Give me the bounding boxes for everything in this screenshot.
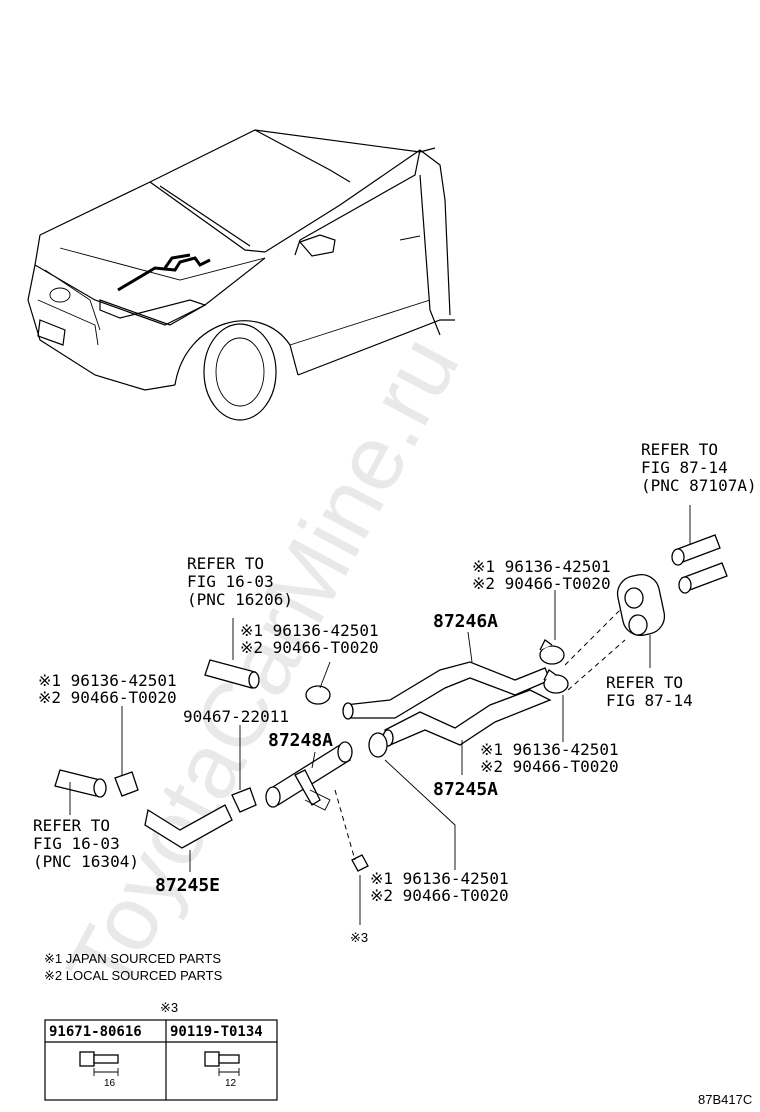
clamp-right-upper <box>539 639 565 665</box>
clamp-upper-middle <box>305 685 331 705</box>
table-header: 91671-80616 <box>49 1024 142 1040</box>
ref-line: FIG 87-14 <box>641 458 728 477</box>
clamp-ref-upper-middle: ※1 96136-42501 ※2 90466-T0020 <box>240 621 379 657</box>
clamp-part-number: ※1 96136-42501 <box>472 557 611 576</box>
clamp-ref-bottom-middle: ※1 96136-42501 ※2 90466-T0020 <box>370 869 509 905</box>
ref-line: FIG 16-03 <box>187 572 274 591</box>
clamp-part-number: ※1 96136-42501 <box>480 740 619 759</box>
clamp-ref-left: ※1 96136-42501 ※2 90466-T0020 <box>38 671 177 707</box>
table-header: 90119-T0134 <box>170 1024 263 1040</box>
heater-pipes-top-right <box>671 534 728 594</box>
ref-line: FIG 87-14 <box>606 691 693 710</box>
ref-fig-16-03-pnc16304: REFER TO FIG 16-03 (PNC 16304) <box>33 816 139 871</box>
figure-code: 87B417C <box>698 1092 752 1107</box>
clamp-part-number: ※1 96136-42501 <box>370 869 509 888</box>
bolt-length: 12 <box>225 1078 237 1089</box>
clamp-middle <box>368 732 388 758</box>
ref-fig-87-14-pnc: REFER TO FIG 87-14 (PNC 87107A) <box>641 440 757 495</box>
ref-line: REFER TO <box>187 554 264 573</box>
car-illustration <box>27 129 455 421</box>
ref-line: FIG 16-03 <box>33 834 120 853</box>
clamp-part-number: ※2 90466-T0020 <box>480 757 619 776</box>
bolt <box>334 789 369 872</box>
part-label-87245A: 87245A <box>433 779 498 800</box>
clamp-part-number: ※1 96136-42501 <box>38 671 177 690</box>
bolt-mark: ※3 <box>350 930 368 945</box>
ref-line: REFER TO <box>606 673 683 692</box>
bolt-icon <box>79 1051 119 1076</box>
grommet <box>616 573 666 637</box>
legend-japan: ※1 JAPAN SOURCED PARTS <box>44 951 221 966</box>
bolt-icon <box>204 1051 240 1076</box>
ref-line: (PNC 16304) <box>33 852 139 871</box>
clamp-part-number: ※2 90466-T0020 <box>38 688 177 707</box>
pipe-87248A <box>265 741 353 811</box>
clamp-part-number: ※2 90466-T0020 <box>472 574 611 593</box>
legend-local: ※2 LOCAL SOURCED PARTS <box>44 968 223 983</box>
clamp-ref-top-right: ※1 96136-42501 ※2 90466-T0020 <box>472 557 611 593</box>
part-label-87246A: 87246A <box>433 611 498 632</box>
ref-line: (PNC 87107A) <box>641 476 757 495</box>
part-label-90467: 90467-22011 <box>183 707 289 726</box>
pipe-16304 <box>54 769 101 797</box>
clamp-right-lower <box>543 669 569 694</box>
ref-fig-87-14: REFER TO FIG 87-14 <box>606 673 693 710</box>
clamp-left <box>114 771 139 797</box>
bolt-length: 16 <box>104 1078 116 1089</box>
clamp-90467 <box>231 787 257 813</box>
ref-line: (PNC 16206) <box>187 590 293 609</box>
part-label-87248A: 87248A <box>268 730 333 751</box>
part-label-87245E: 87245E <box>155 875 220 896</box>
bolt-table: ※3 91671-80616 90119-T0134 16 12 <box>44 1000 278 1101</box>
table-mark: ※3 <box>160 1000 178 1015</box>
hose-87245A <box>384 689 552 746</box>
hose-87245E <box>144 804 233 849</box>
clamp-part-number: ※2 90466-T0020 <box>370 886 509 905</box>
clamp-part-number: ※1 96136-42501 <box>240 621 379 640</box>
ref-line: REFER TO <box>641 440 718 459</box>
clamp-part-number: ※2 90466-T0020 <box>240 638 379 657</box>
clamp-ref-right-lower: ※1 96136-42501 ※2 90466-T0020 <box>480 740 619 776</box>
watermark: ToyotaCarMine.ru <box>48 320 479 1009</box>
ref-line: REFER TO <box>33 816 110 835</box>
ref-fig-16-03-pnc16206: REFER TO FIG 16-03 (PNC 16206) <box>187 554 293 609</box>
